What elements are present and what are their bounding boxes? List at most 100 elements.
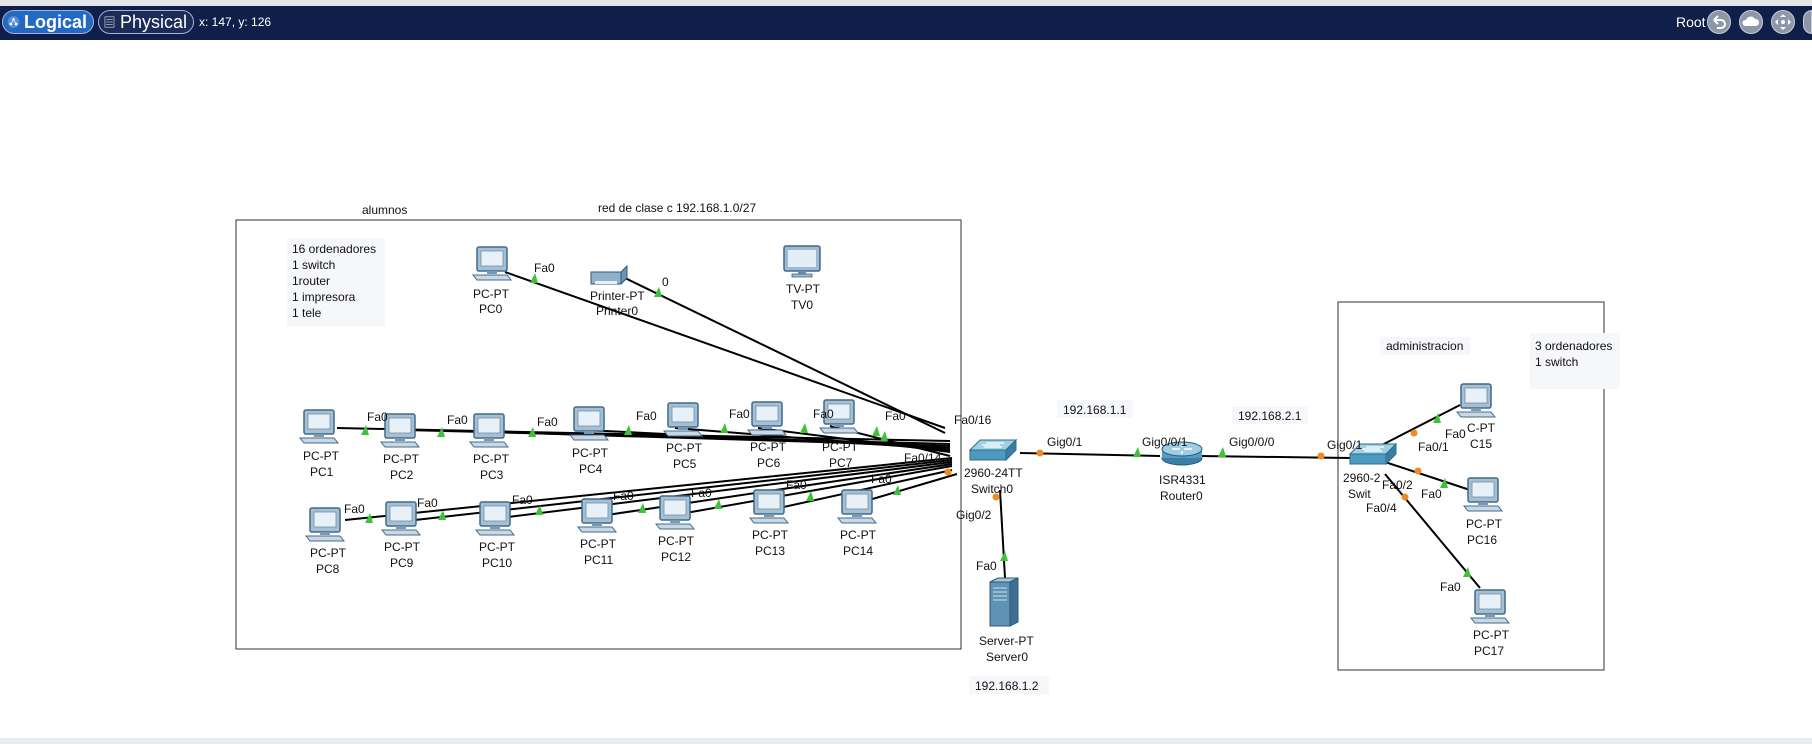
pc16[interactable] — [1463, 477, 1503, 512]
pc0-name: PC0 — [479, 302, 503, 316]
port-label: Fa0 — [976, 559, 997, 573]
pc2-name: PC2 — [390, 468, 414, 482]
server0[interactable] — [989, 577, 1019, 627]
port-label: Fa0 — [871, 472, 892, 486]
physical-view-button[interactable]: Physical — [98, 10, 194, 34]
pc17[interactable] — [1470, 589, 1510, 624]
pc14-name: PC14 — [843, 544, 873, 558]
pc17-name: PC17 — [1474, 644, 1504, 658]
port-label: Fa0 — [691, 486, 712, 500]
pc3[interactable] — [469, 413, 509, 448]
printer0[interactable] — [590, 265, 628, 285]
alumnos-title[interactable]: alumnos — [362, 203, 407, 217]
pc8[interactable] — [305, 507, 345, 542]
pc13[interactable] — [749, 489, 789, 524]
switch0-type: 2960-24TT — [964, 466, 1023, 480]
pc11-type: PC-PT — [580, 537, 617, 551]
logical-icon — [7, 16, 20, 28]
link-pc8[interactable] — [344, 457, 953, 521]
port-label: Fa0 — [636, 409, 657, 423]
alumnos-note-line[interactable]: 1 impresora — [292, 290, 356, 304]
link-pc16[interactable] — [1384, 461, 1471, 491]
switch1-type: 2960-2 — [1343, 471, 1381, 485]
switch0[interactable] — [969, 439, 1017, 461]
admin-note-line[interactable]: 3 ordenadores — [1535, 339, 1612, 353]
ip-server[interactable]: 192.168.1.2 — [975, 679, 1039, 693]
pc1[interactable] — [299, 409, 339, 444]
pc1-name: PC1 — [310, 465, 334, 479]
pc15[interactable] — [1456, 383, 1496, 418]
navigation-button[interactable] — [1771, 10, 1795, 34]
pc8-type: PC-PT — [310, 546, 347, 560]
tv0-name: TV0 — [791, 298, 813, 312]
alumnos-area[interactable] — [235, 219, 962, 650]
alumnos-note-line[interactable]: 1 tele — [292, 306, 322, 320]
printer0-type: Printer-PT — [590, 289, 645, 303]
back-icon — [1713, 15, 1726, 29]
pc16-type: PC-PT — [1466, 517, 1503, 531]
link-pc0[interactable] — [504, 271, 946, 429]
switch1-name: Swit — [1348, 487, 1371, 501]
pc6-type: PC-PT — [750, 440, 787, 454]
pc9[interactable] — [381, 501, 421, 536]
logical-workspace[interactable]: alumnos red de clase c 192.168.1.0/27 16… — [0, 40, 1812, 738]
pc11[interactable] — [577, 498, 617, 533]
pc14-type: PC-PT — [840, 528, 877, 542]
tv0-type: TV-PT — [786, 282, 821, 296]
alumnos-note-line[interactable]: 16 ordenadores — [292, 242, 376, 256]
pc15-name: C15 — [1470, 437, 1492, 451]
port-label: Fa0/2 — [1382, 478, 1413, 492]
link-printer0[interactable] — [624, 277, 946, 434]
pc12-name: PC12 — [661, 550, 691, 564]
pc6[interactable] — [747, 401, 787, 436]
pc1-type: PC-PT — [303, 449, 340, 463]
port-label: Fa0 — [344, 502, 365, 516]
port-label: Fa0 — [786, 478, 807, 492]
link-pc15[interactable] — [1379, 404, 1461, 447]
pc4-name: PC4 — [579, 462, 603, 476]
link-pc12[interactable] — [679, 465, 953, 515]
pc12[interactable] — [655, 495, 695, 530]
port-label: Fa0 — [447, 413, 468, 427]
ip-router-right[interactable]: 192.168.2.1 — [1238, 409, 1302, 423]
port-label: 0 — [662, 275, 669, 289]
admin-title[interactable]: administracion — [1386, 339, 1463, 353]
logical-view-button[interactable]: Logical — [2, 10, 94, 34]
pc10-type: PC-PT — [479, 540, 516, 554]
edge-button[interactable] — [1803, 10, 1812, 34]
pc5-type: PC-PT — [666, 441, 703, 455]
link-status-markers — [361, 273, 1471, 577]
server0-type: Server-PT — [979, 634, 1034, 648]
cluster-button[interactable] — [1739, 10, 1763, 34]
pc12-type: PC-PT — [658, 534, 695, 548]
tv0[interactable] — [783, 245, 821, 278]
pc3-type: PC-PT — [473, 452, 510, 466]
pc16-name: PC16 — [1467, 533, 1497, 547]
pc7-name: PC7 — [829, 456, 853, 470]
pc4[interactable] — [569, 406, 609, 441]
pc10-name: PC10 — [482, 556, 512, 570]
logical-label: Logical — [23, 11, 87, 32]
alumnos-note-line[interactable]: 1router — [292, 274, 330, 288]
link-pc17[interactable] — [1384, 473, 1481, 589]
administracion-area[interactable] — [1337, 301, 1605, 671]
pc13-type: PC-PT — [752, 528, 789, 542]
pc14[interactable] — [837, 489, 877, 524]
ip-router-left[interactable]: 192.168.1.1 — [1063, 403, 1127, 417]
top-strip — [0, 0, 1812, 6]
port-label: Fa0 — [613, 489, 634, 503]
pc5[interactable] — [663, 402, 703, 437]
port-label: Fa0 — [1440, 580, 1461, 594]
link-pc10[interactable] — [499, 461, 953, 519]
link-server0[interactable] — [999, 489, 1006, 579]
cursor-coordinates: x: 147, y: 126 — [199, 15, 272, 29]
alumnos-note-line[interactable]: 1 switch — [292, 258, 335, 272]
pc8-name: PC8 — [316, 562, 340, 576]
port-label: Fa0/1 — [1418, 440, 1449, 454]
workspace-toolbar: Logical Physical x: 147, y: 126 Root — [0, 6, 1812, 40]
admin-note-line[interactable]: 1 switch — [1535, 355, 1578, 369]
pc0[interactable] — [472, 246, 512, 281]
pc10[interactable] — [475, 501, 515, 536]
back-button[interactable] — [1707, 10, 1731, 34]
network-title[interactable]: red de clase c 192.168.1.0/27 — [598, 201, 756, 215]
